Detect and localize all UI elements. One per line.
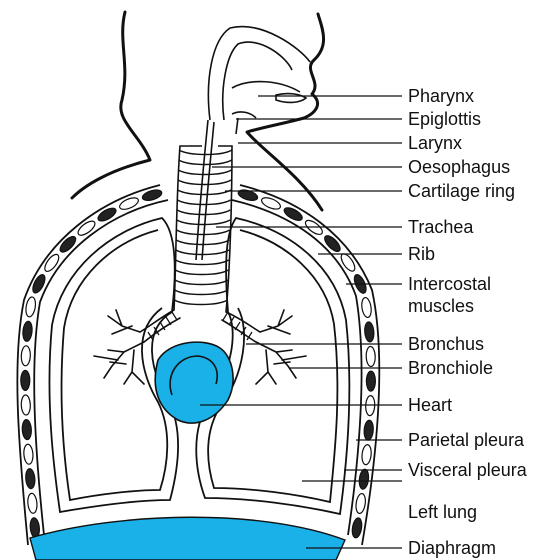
rib-segment	[22, 419, 32, 439]
rib-segment	[366, 371, 375, 391]
rib-segment	[366, 346, 376, 366]
rib-segment	[96, 206, 118, 224]
rib-segment	[25, 468, 36, 489]
cartilage-ring	[175, 290, 228, 295]
rib-segment	[23, 444, 33, 465]
rib-segment	[76, 219, 97, 238]
cartilage-ring	[178, 180, 231, 185]
rib-segment	[358, 469, 369, 490]
rib-segment	[22, 321, 33, 342]
label-oesophagus: Oesophagus	[408, 157, 510, 177]
cartilage-ring	[177, 210, 230, 215]
cartilage-ring	[177, 230, 230, 235]
label-muscles: muscles	[408, 296, 474, 316]
rib-segment	[25, 296, 37, 317]
cartilage-ring	[178, 190, 231, 195]
cartilage-ring	[177, 220, 230, 225]
cartilage-ring	[178, 170, 231, 175]
label-pharynx: Pharynx	[408, 86, 474, 106]
label-intercostal: Intercostal	[408, 274, 491, 294]
cartilage-ring	[175, 300, 228, 305]
label-rib: Rib	[408, 244, 435, 264]
rib-segment	[322, 233, 342, 254]
bronchus-ring	[172, 312, 177, 320]
rib-segment	[21, 346, 31, 366]
label-epiglottis: Epiglottis	[408, 109, 481, 129]
rib-segment	[339, 252, 358, 274]
label-heart: Heart	[408, 395, 452, 415]
rib-segment	[42, 252, 61, 273]
rib-segment	[21, 395, 31, 415]
rib-segment	[21, 370, 30, 390]
cartilage-ring	[175, 280, 228, 285]
rib-segment	[58, 234, 78, 255]
rib-segment	[27, 493, 38, 514]
label-parietal-pleura: Parietal pleura	[408, 430, 525, 450]
label-visceral-pleura: Visceral pleura	[408, 460, 528, 480]
label-larynx: Larynx	[408, 133, 462, 153]
label-cartilage-ring: Cartilage ring	[408, 181, 515, 201]
cartilage-ring	[179, 160, 232, 165]
label-bronchus: Bronchus	[408, 334, 484, 354]
rib-segment	[364, 322, 375, 343]
rib-segment	[361, 297, 373, 318]
label-diaphragm: Diaphragm	[408, 538, 496, 558]
rib-segment	[351, 517, 363, 538]
label-left-lung: Left lung	[408, 502, 477, 522]
labels: Pharynx Epiglottis Larynx Oesophagus Car…	[408, 86, 528, 558]
heart-shape	[155, 342, 233, 423]
rib-segment	[355, 493, 367, 514]
cartilage-ring	[175, 270, 228, 275]
label-trachea: Trachea	[408, 217, 474, 237]
rib-segment	[361, 444, 372, 465]
cartilage-ring	[178, 200, 231, 205]
bronchus-ring	[223, 312, 228, 320]
diaphragm-shape	[30, 517, 345, 560]
cartilage-ring	[176, 260, 229, 265]
rib-segment	[363, 420, 373, 441]
label-bronchiole: Bronchiole	[408, 358, 493, 378]
